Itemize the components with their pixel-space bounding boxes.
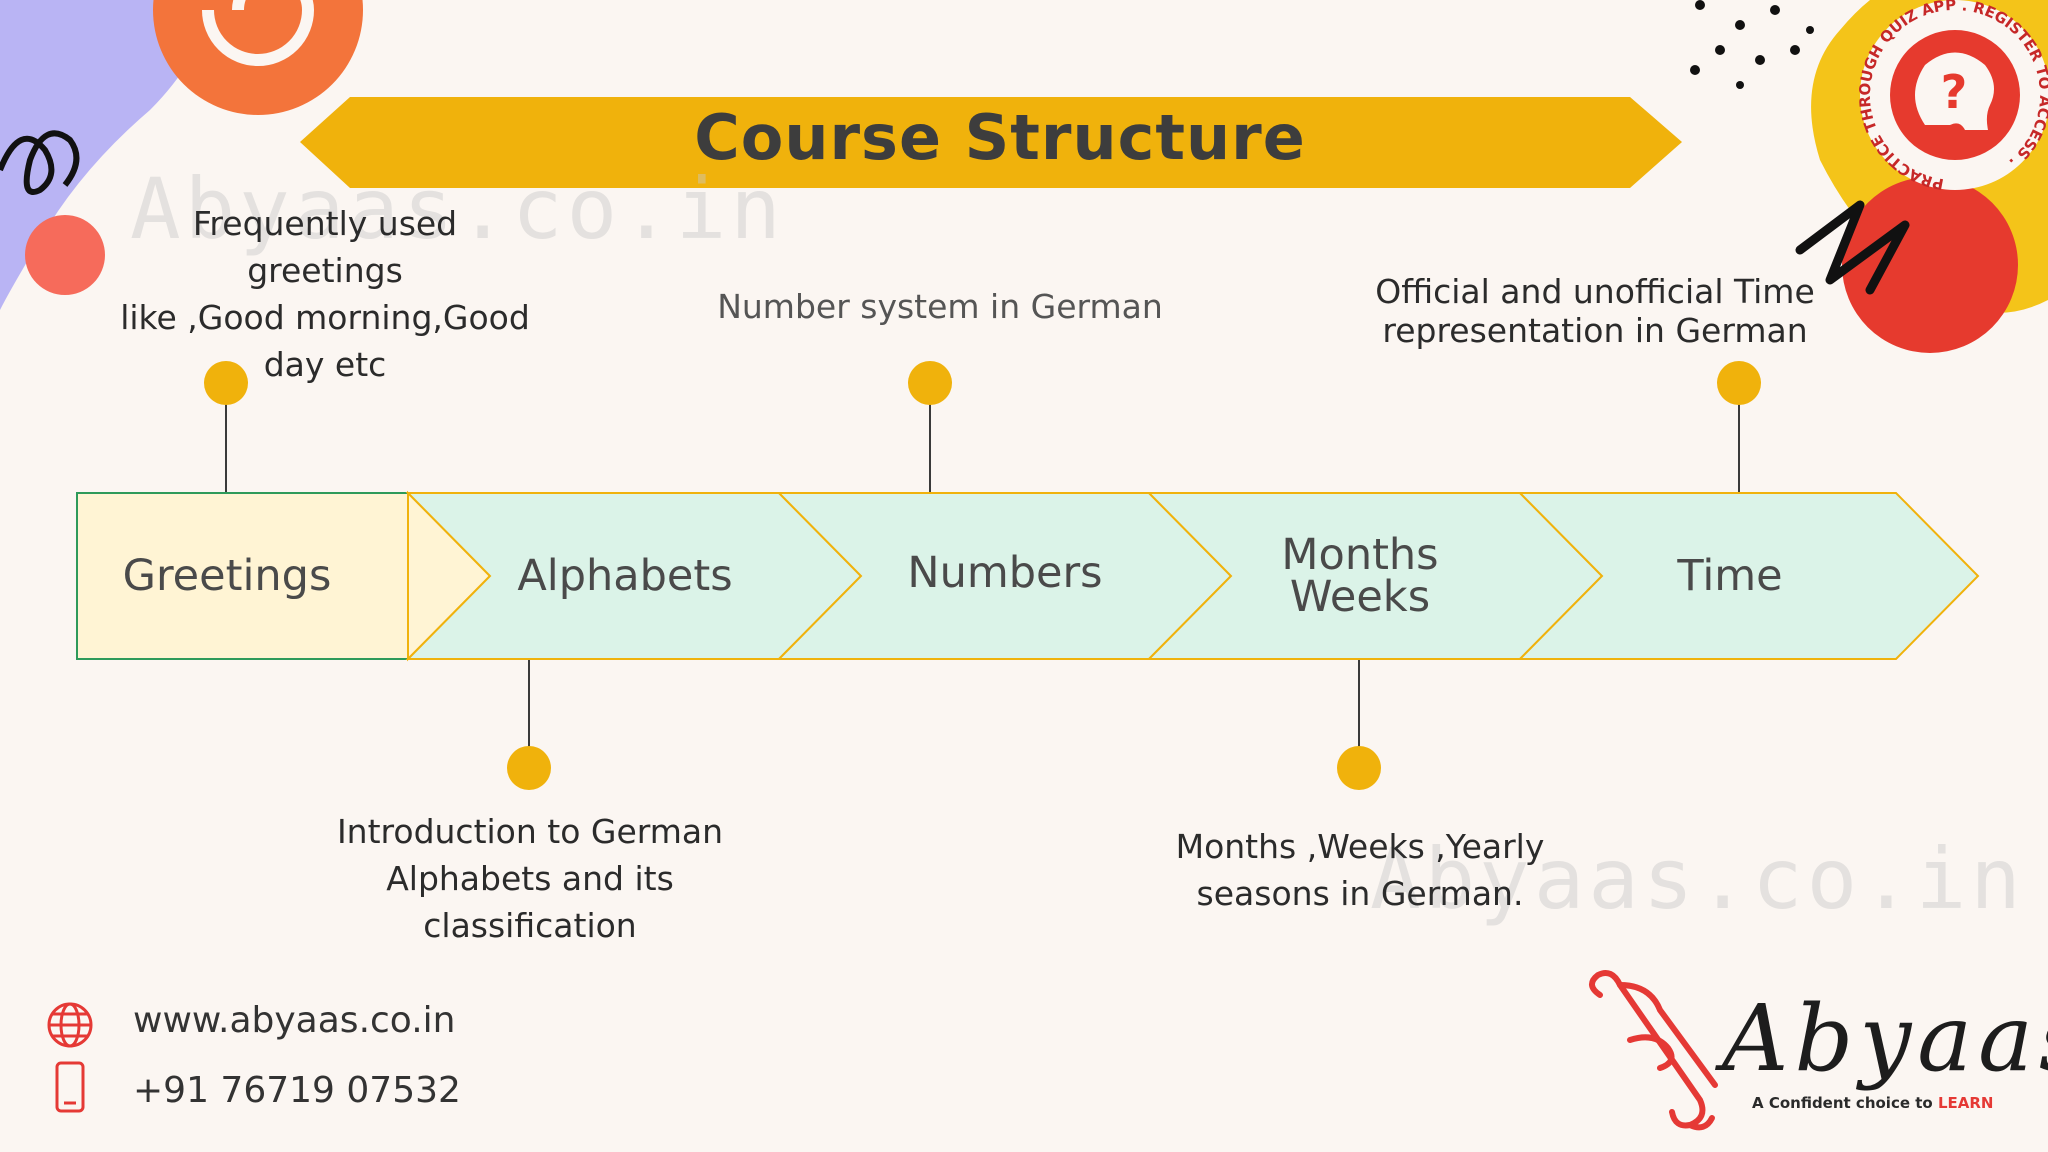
lavender-blob: [0, 0, 215, 310]
badge-ring-text: PRACTICE THROUGH QUIZ APP . REGISTER TO …: [1856, 0, 2048, 190]
desc-greetings-line-1: Frequently used greetings: [192, 204, 458, 290]
step-alphabets-label: Alphabets: [517, 551, 733, 601]
desc-alphabets-line-3: classification: [423, 906, 637, 945]
brand-logo-text: Abyaas: [1722, 985, 2048, 1092]
globe-icon: [47, 1002, 93, 1048]
website-link[interactable]: www.abyaas.co.in: [133, 1000, 456, 1041]
desc-numbers-line-1: Number system in German: [717, 287, 1163, 326]
svg-text:?: ?: [1941, 65, 1968, 119]
desc-alphabets: Introduction to German Alphabets and its…: [310, 808, 750, 949]
phone-number: +91 76719 07532: [133, 1070, 461, 1111]
page-title: Course Structure: [694, 100, 1306, 174]
desc-months-line-1: Months ,Weeks ,Yearly: [1175, 827, 1545, 866]
desc-months-line-2: seasons in German.: [1196, 874, 1524, 913]
dot-alphabets: [507, 746, 551, 790]
desc-months: Months ,Weeks ,Yearly seasons in German.: [1140, 823, 1580, 917]
desc-greetings: Frequently used greetings like ,Good mor…: [110, 200, 540, 388]
red-circle: [1842, 177, 2018, 353]
step-numbers-label: Numbers: [907, 548, 1103, 598]
dot-greetings: [204, 361, 248, 405]
desc-time: Official and unofficial Time representat…: [1355, 272, 1835, 350]
desc-greetings-line-2: like ,Good morning,Good: [120, 298, 530, 337]
step-months-line-2: Weeks: [1289, 572, 1431, 622]
step-greetings-label: Greetings: [122, 551, 332, 601]
dot-months: [1337, 746, 1381, 790]
svg-text:PRACTICE THROUGH QUIZ APP . RE: PRACTICE THROUGH QUIZ APP . REGISTER TO …: [1856, 0, 2048, 190]
title-banner: [300, 97, 1682, 188]
black-zigzag: [1795, 200, 1910, 295]
step-months-line-1: Months: [1281, 530, 1439, 580]
desc-time-line-1: Official and unofficial Time: [1375, 272, 1815, 311]
dot-time: [1717, 361, 1761, 405]
step-months-label: Months Weeks: [1205, 493, 1515, 659]
phone-icon: [55, 1061, 85, 1113]
dot-numbers: [908, 361, 952, 405]
desc-greetings-line-3: day etc: [263, 345, 387, 384]
step-time-label: Time: [1677, 551, 1783, 601]
desc-numbers: Number system in German: [700, 283, 1180, 330]
desc-alphabets-line-2: Alphabets and its: [386, 859, 674, 898]
brand-tagline-prefix: A Confident choice to: [1752, 1094, 1938, 1112]
quiz-badge: ?: [1860, 0, 2048, 190]
coral-circle: [25, 215, 105, 295]
black-squiggle: [0, 130, 80, 195]
brand-tagline: A Confident choice to LEARN: [1752, 1094, 1993, 1112]
watermark-bottom: Abyaas.co.in: [1370, 830, 2025, 928]
desc-time-line-2: representation in German: [1382, 311, 1808, 350]
desc-alphabets-line-1: Introduction to German: [336, 812, 724, 851]
chevron-time: [1517, 492, 1980, 660]
watermark-top: Abyaas.co.in: [130, 160, 785, 258]
brand-scroll-icon: [1589, 970, 1718, 1131]
brand-tagline-accent: LEARN: [1937, 1094, 1994, 1112]
